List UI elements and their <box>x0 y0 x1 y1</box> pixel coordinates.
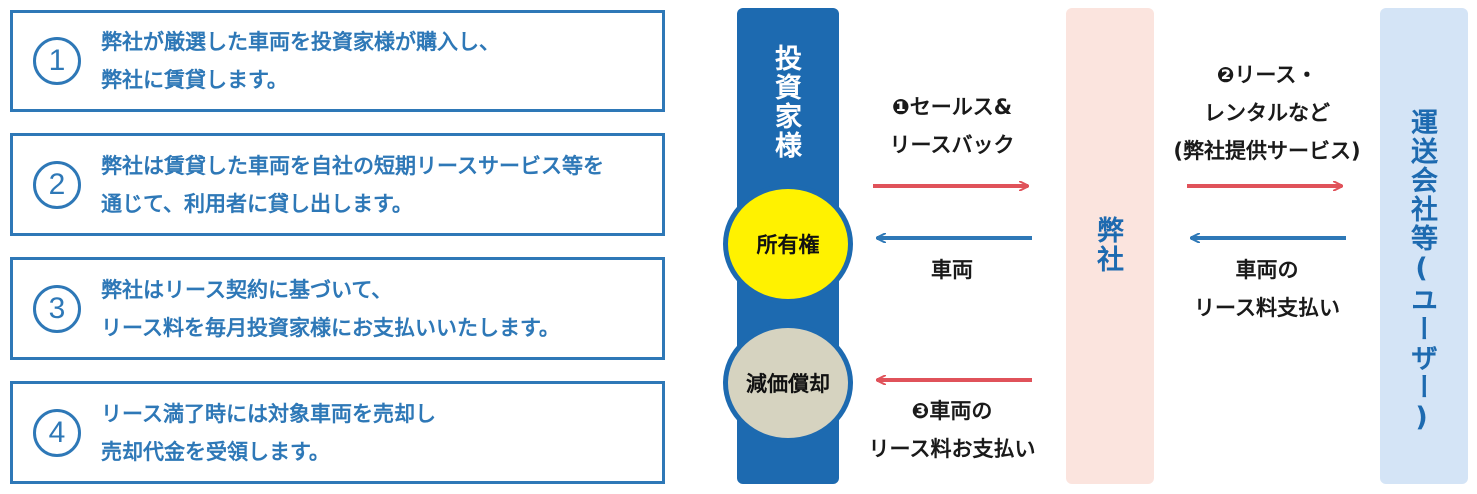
step-3-line-2: リース料を毎月投資家様にお支払いいたします。 <box>101 315 560 340</box>
step-box-4: 4 リース満了時には対象車両を売却し 売却代金を受領します。 <box>10 381 665 484</box>
label-lease-payment-investor: ❸車両の リース料お支払い <box>852 392 1052 468</box>
step-4-line-1: リース満了時には対象車両を売却し <box>101 401 436 426</box>
step-text-1: 弊社が厳選した車両を投資家様が購入し、 弊社に賃貸します。 <box>101 23 500 99</box>
ownership-circle: 所有権 <box>723 184 853 304</box>
step-number-2: 2 <box>33 160 81 209</box>
step-number-4: 4 <box>33 408 81 457</box>
step-2-line-1: 弊社は賃貸した車両を自社の短期リースサービス等を <box>101 153 604 178</box>
label-user-payment-line-2: リース料支払い <box>1194 296 1340 320</box>
step-number-3: 3 <box>33 284 81 333</box>
user-label: 運送会社等(ユーザー) <box>1406 108 1437 435</box>
step-number-1: 1 <box>33 37 81 85</box>
label-lease-payment-investor-line-1: ❸車両の <box>911 399 993 423</box>
step-3-line-1: 弊社はリース契約に基づいて、 <box>101 277 393 302</box>
step-text-3: 弊社はリース契約に基づいて、 リース料を毎月投資家様にお支払いいたします。 <box>101 271 560 347</box>
label-sale-leaseback-line-2: リースバック <box>889 133 1015 157</box>
label-vehicle-lease-payment-user: 車両の リース料支払い <box>1172 251 1362 327</box>
step-4-line-2: 売却代金を受領します。 <box>101 439 330 464</box>
step-box-3: 3 弊社はリース契約に基づいて、 リース料を毎月投資家様にお支払いいたします。 <box>10 257 665 360</box>
user-column: 運送会社等(ユーザー) <box>1380 8 1468 484</box>
step-text-2: 弊社は賃貸した車両を自社の短期リースサービス等を 通じて、利用者に貸し出します。 <box>101 147 604 223</box>
label-lease-rental-line-2: レンタルなど <box>1204 101 1330 125</box>
label-lease-rental-line-3: (弊社提供サービス) <box>1173 139 1361 163</box>
step-1-line-2: 弊社に賃貸します。 <box>101 68 288 92</box>
depreciation-circle: 減価償却 <box>723 323 853 443</box>
label-user-payment-line-1: 車両の <box>1235 258 1299 282</box>
label-lease-rental-line-1: ❷リース・ <box>1216 63 1318 87</box>
step-box-1: 1 弊社が厳選した車両を投資家様が購入し、 弊社に賃貸します。 <box>10 10 665 112</box>
label-vehicle-line-1: 車両 <box>931 258 973 282</box>
step-text-4: リース満了時には対象車両を売却し 売却代金を受領します。 <box>101 395 436 471</box>
step-box-2: 2 弊社は賃貸した車両を自社の短期リースサービス等を 通じて、利用者に貸し出しま… <box>10 133 665 236</box>
label-vehicle-investor: 車両 <box>862 251 1042 289</box>
label-sale-leaseback-line-1: ❶セールス& <box>891 95 1013 119</box>
company-label: 弊社 <box>1092 216 1123 274</box>
step-1-line-1: 弊社が厳選した車両を投資家様が購入し、 <box>101 30 500 54</box>
label-lease-payment-investor-line-2: リース料お支払い <box>868 437 1036 461</box>
step-2-line-2: 通じて、利用者に貸し出します。 <box>101 191 413 216</box>
company-column: 弊社 <box>1066 8 1154 484</box>
investor-label: 投資家様 <box>770 44 801 160</box>
label-lease-rental: ❷リース・ レンタルなど (弊社提供サービス) <box>1162 56 1372 170</box>
label-sale-leaseback: ❶セールス& リースバック <box>862 88 1042 164</box>
